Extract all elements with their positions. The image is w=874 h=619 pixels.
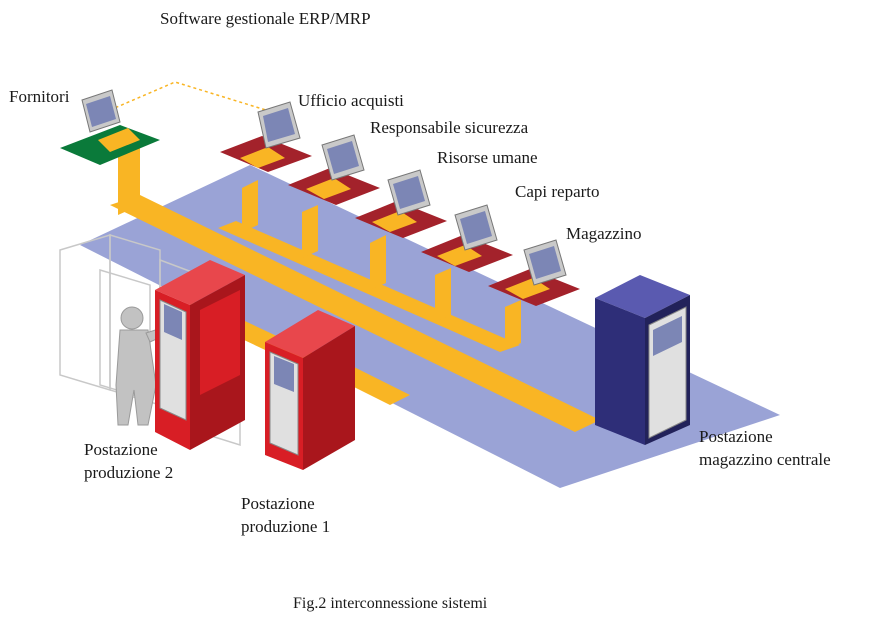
- label-capi-reparto: Capi reparto: [515, 182, 600, 201]
- label-postazione-magazzino-centrale: Postazione magazzino centrale: [699, 427, 831, 469]
- label-fornitori: Fornitori: [9, 87, 70, 106]
- workstation-capi-reparto: [421, 204, 513, 272]
- label-postazione-produzione-2: Postazione produzione 2: [84, 440, 174, 482]
- diagram-title: Software gestionale ERP/MRP: [160, 9, 371, 28]
- label-magazzino: Magazzino: [566, 224, 642, 243]
- cabinet-produzione-1: [265, 310, 355, 470]
- label-risorse-umane: Risorse umane: [437, 148, 538, 167]
- cabinet-produzione-2: [155, 260, 245, 450]
- label-ufficio-acquisti: Ufficio acquisti: [298, 91, 404, 110]
- label-responsabile-sicurezza: Responsabile sicurezza: [370, 118, 529, 137]
- workstation-risorse-umane: [355, 169, 447, 238]
- supplier-link: [109, 81, 283, 116]
- office-workstations: [220, 101, 580, 306]
- figure-caption: Fig.2 interconnessione sistemi: [293, 595, 488, 612]
- supplier-workstation: [60, 89, 160, 165]
- cabinet-magazzino-centrale: [595, 275, 690, 445]
- workstation-ufficio-acquisti: [220, 101, 312, 172]
- workstation-magazzino: [488, 239, 580, 306]
- workstation-responsabile-sicurezza: [288, 134, 380, 205]
- label-postazione-produzione-1: Postazione produzione 1: [241, 494, 331, 536]
